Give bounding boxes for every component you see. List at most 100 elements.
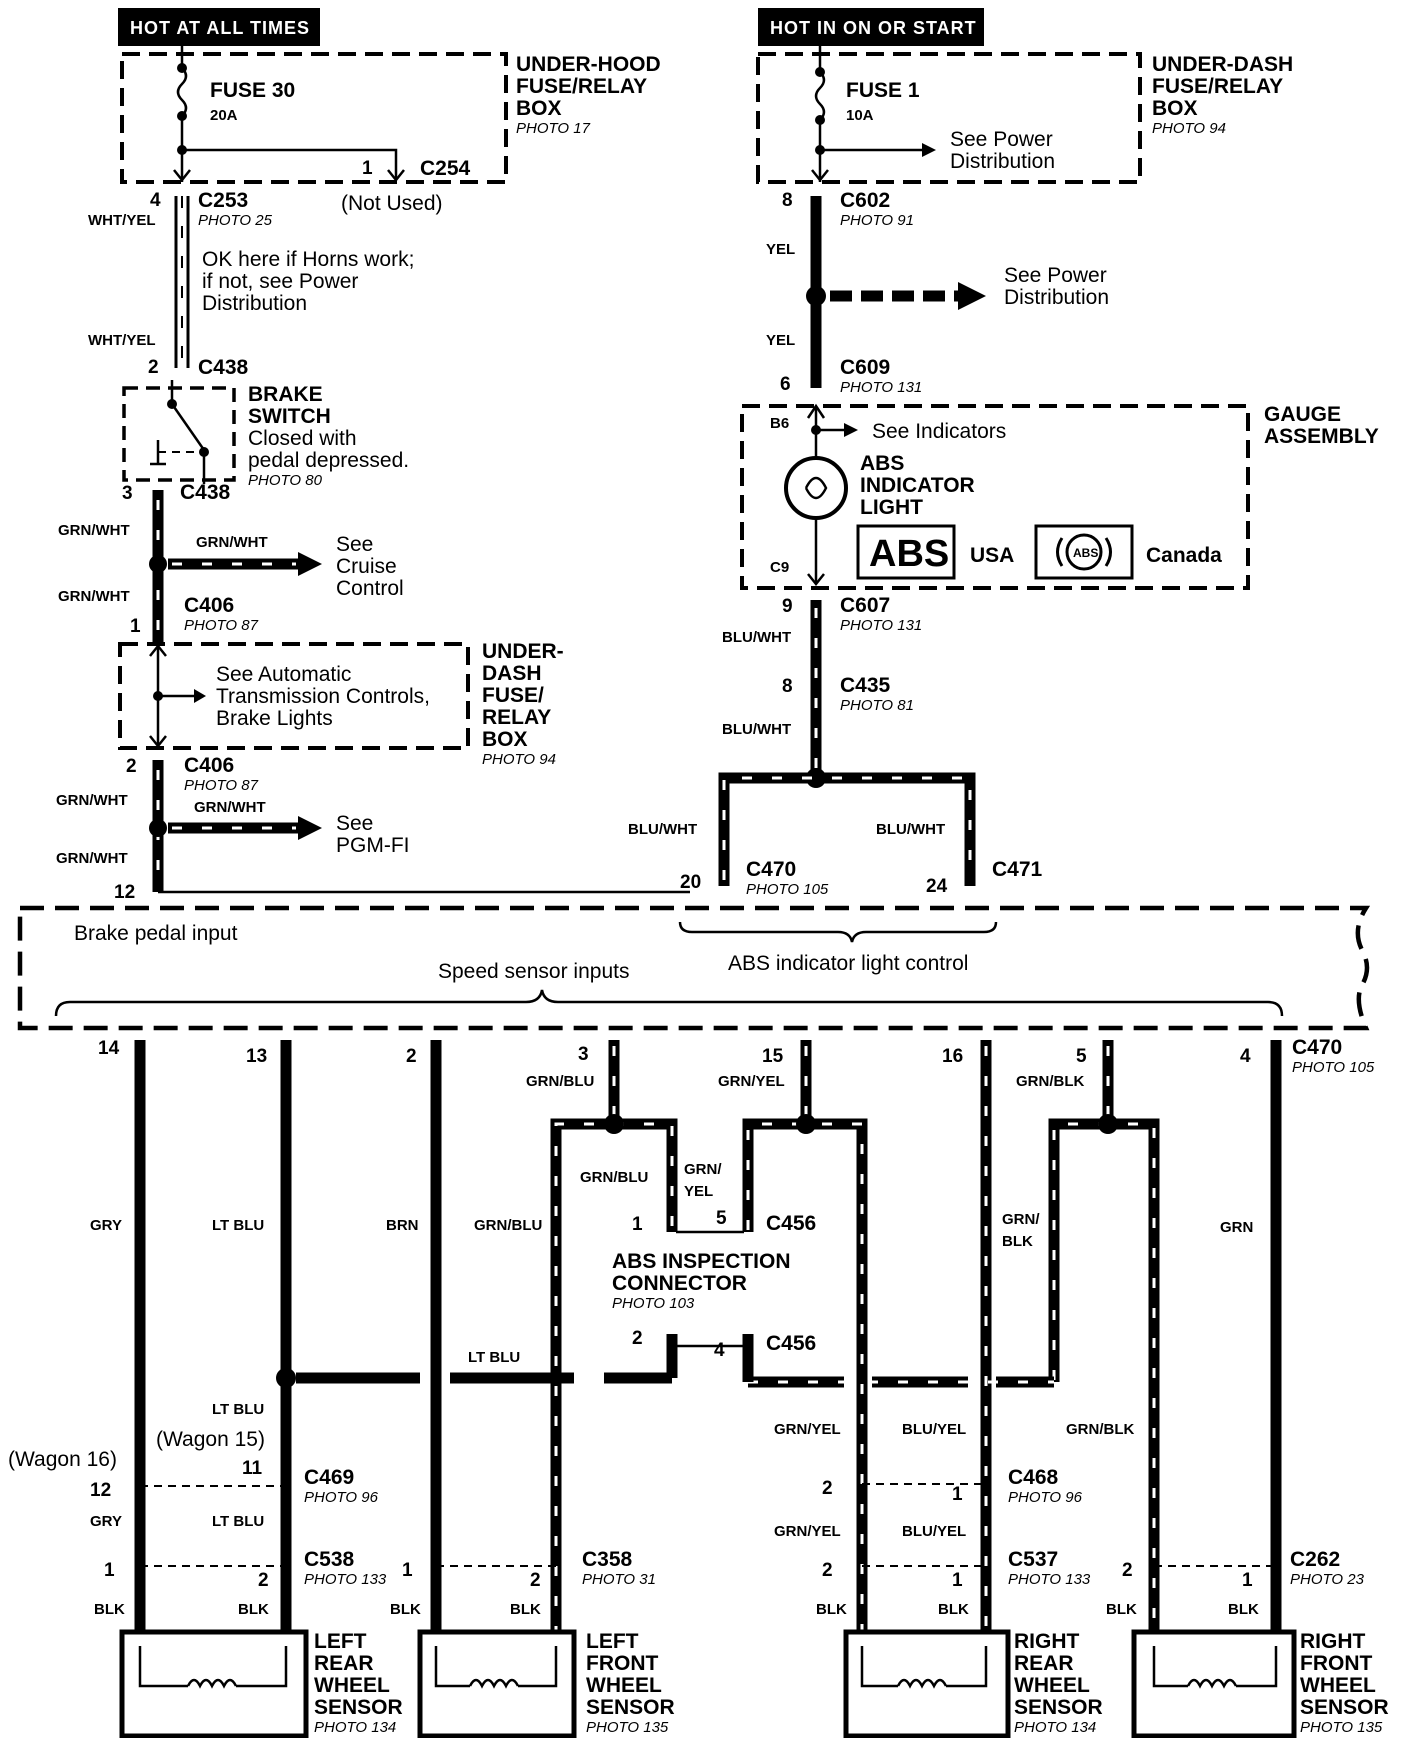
- pin-c538-1: 1: [104, 1560, 115, 1581]
- inspection-photo: PHOTO 103: [612, 1295, 695, 1312]
- c253-label: C253: [198, 189, 248, 212]
- pin-c262-2: 2: [1122, 1560, 1133, 1581]
- wire-grn-wht-4: GRN/WHT: [56, 850, 128, 867]
- wire-grn-wht-3: GRN/WHT: [56, 792, 128, 809]
- see-cruise-line2: Cruise: [336, 555, 397, 578]
- wire-grn-yel-split-2: YEL: [684, 1183, 713, 1200]
- blk-6: BLK: [938, 1601, 969, 1618]
- underhood-box-line3: BOX: [516, 97, 562, 120]
- fuse-30-label: FUSE 30: [210, 79, 295, 102]
- pin-c468-1: 1: [952, 1484, 963, 1505]
- horn-note-line1: OK here if Horns work;: [202, 248, 414, 271]
- wire-grn-wht-1: GRN/WHT: [58, 522, 130, 539]
- c468-photo: PHOTO 96: [1008, 1489, 1083, 1506]
- pin-20: 20: [680, 872, 701, 893]
- c538-photo: PHOTO 133: [304, 1571, 387, 1588]
- abs-light-line3: LIGHT: [860, 496, 923, 519]
- see-atc-line2: Transmission Controls,: [216, 685, 430, 708]
- pin-c435-8: 8: [782, 676, 793, 697]
- see-atc-line3: Brake Lights: [216, 707, 333, 730]
- splice-lt-blu: [276, 1368, 296, 1388]
- hot-at-all-times-label: HOT AT ALL TIMES: [130, 18, 310, 38]
- fuse-1-symbol: [811, 46, 936, 183]
- abs-circle-icon: [1056, 533, 1112, 571]
- left-front-sensor-body: [417, 1629, 577, 1738]
- lr-sensor-line3: WHEEL: [314, 1674, 390, 1697]
- pin-c456-5: 5: [716, 1208, 727, 1229]
- pin-c537-2: 2: [822, 1560, 833, 1581]
- pin-c438-3: 3: [122, 483, 133, 504]
- c607-label: C607: [840, 594, 890, 617]
- inspection-connector: [676, 1230, 744, 1348]
- brake-switch-box: [122, 386, 236, 482]
- see-power-dist-1b: Distribution: [950, 150, 1055, 173]
- c456-label-top: C456: [766, 1212, 816, 1235]
- hot-in-on-tag: [758, 8, 984, 46]
- pin-4: 4: [1240, 1046, 1251, 1067]
- wire-blu-wht-2: BLU/WHT: [722, 721, 791, 738]
- pin-c468-2: 2: [822, 1478, 833, 1499]
- see-atc-line1: See Automatic: [216, 663, 351, 686]
- lf-sensor-line3: WHEEL: [586, 1674, 662, 1697]
- rf-sensor-line2: FRONT: [1300, 1652, 1372, 1675]
- brake-switch-symbol: [150, 380, 209, 484]
- wire-lt-blu-label-1: LT BLU: [212, 1217, 264, 1234]
- wire-gry-label-2: GRY: [90, 1513, 122, 1530]
- c470-label-top: C470: [746, 858, 796, 881]
- rr-sensor-photo: PHOTO 134: [1014, 1719, 1096, 1736]
- wire-grn-blk-split-2: BLK: [1002, 1233, 1033, 1250]
- splice-grn-blu: [604, 1114, 624, 1134]
- mid-box-branch: [149, 643, 206, 749]
- abs-light-bracket: [678, 921, 998, 943]
- wire-blu-yel-label-2: BLU/YEL: [902, 1523, 966, 1540]
- lf-sensor-photo: PHOTO 135: [586, 1719, 669, 1736]
- see-pgm-line1: See: [336, 812, 373, 835]
- pin-c358-2: 2: [530, 1570, 541, 1591]
- speed-sensor-inputs: Speed sensor inputs: [438, 960, 629, 983]
- blk-2: BLK: [238, 1601, 269, 1618]
- gauge-line1: GAUGE: [1264, 403, 1341, 426]
- splice-power-dist: [806, 286, 826, 306]
- left-rear-sensor-body: [119, 1629, 309, 1738]
- gauge-assembly-box: [740, 404, 1250, 590]
- c470-label-bottom: C470: [1292, 1036, 1342, 1059]
- lf-sensor-line4: SENSOR: [586, 1696, 675, 1719]
- pin-b6: B6: [770, 415, 789, 432]
- c470-photo-bottom: PHOTO 105: [1292, 1059, 1375, 1076]
- lr-sensor-photo: PHOTO 134: [314, 1719, 396, 1736]
- c609-label: C609: [840, 356, 890, 379]
- wire-grn-blu-label-1: GRN/BLU: [526, 1073, 594, 1090]
- brake-switch-photo: PHOTO 80: [248, 472, 323, 489]
- wire-blu-wht-branches: [718, 772, 976, 886]
- blk-7: BLK: [1106, 1601, 1137, 1618]
- wire-grn-blu-label-3: GRN/BLU: [474, 1217, 542, 1234]
- lf-sensor-line2: FRONT: [586, 1652, 658, 1675]
- fuse-30-amp: 20A: [210, 107, 238, 124]
- hot-in-on-label: HOT IN ON OR START: [770, 18, 977, 38]
- wire-lt-blu-label-3: LT BLU: [212, 1401, 264, 1418]
- horn-note-line2: if not, see Power: [202, 270, 358, 293]
- pin-c607-9: 9: [782, 596, 793, 617]
- arrow-pgm: [168, 816, 322, 840]
- wire-grn-yel-split-1: GRN/: [684, 1161, 722, 1178]
- pin-12-brake: 12: [114, 882, 135, 903]
- c470-photo-top: PHOTO 105: [746, 881, 829, 898]
- abs-light-circuit: [784, 403, 858, 587]
- pin-5: 5: [1076, 1046, 1087, 1067]
- underhood-box-line2: FUSE/RELAY: [516, 75, 647, 98]
- pin-16: 16: [942, 1046, 963, 1067]
- brake-switch-note1: Closed with: [248, 427, 357, 450]
- underdash-box-line2: FUSE/RELAY: [1152, 75, 1283, 98]
- inspection-line1: ABS INSPECTION: [612, 1250, 791, 1273]
- mid-box-line4: RELAY: [482, 706, 551, 729]
- abs-badge-usa-text: ABS: [869, 533, 949, 575]
- rf-sensor-line4: SENSOR: [1300, 1696, 1389, 1719]
- horn-note-line3: Distribution: [202, 292, 307, 315]
- usa-label: USA: [970, 544, 1014, 567]
- splice-cruise: [149, 555, 167, 573]
- underdash-top-box: [756, 52, 1142, 184]
- wire-brn-label: BRN: [386, 1217, 419, 1234]
- c537-photo: PHOTO 133: [1008, 1571, 1091, 1588]
- c538-label: C538: [304, 1548, 355, 1571]
- mid-box-photo: PHOTO 94: [482, 751, 556, 768]
